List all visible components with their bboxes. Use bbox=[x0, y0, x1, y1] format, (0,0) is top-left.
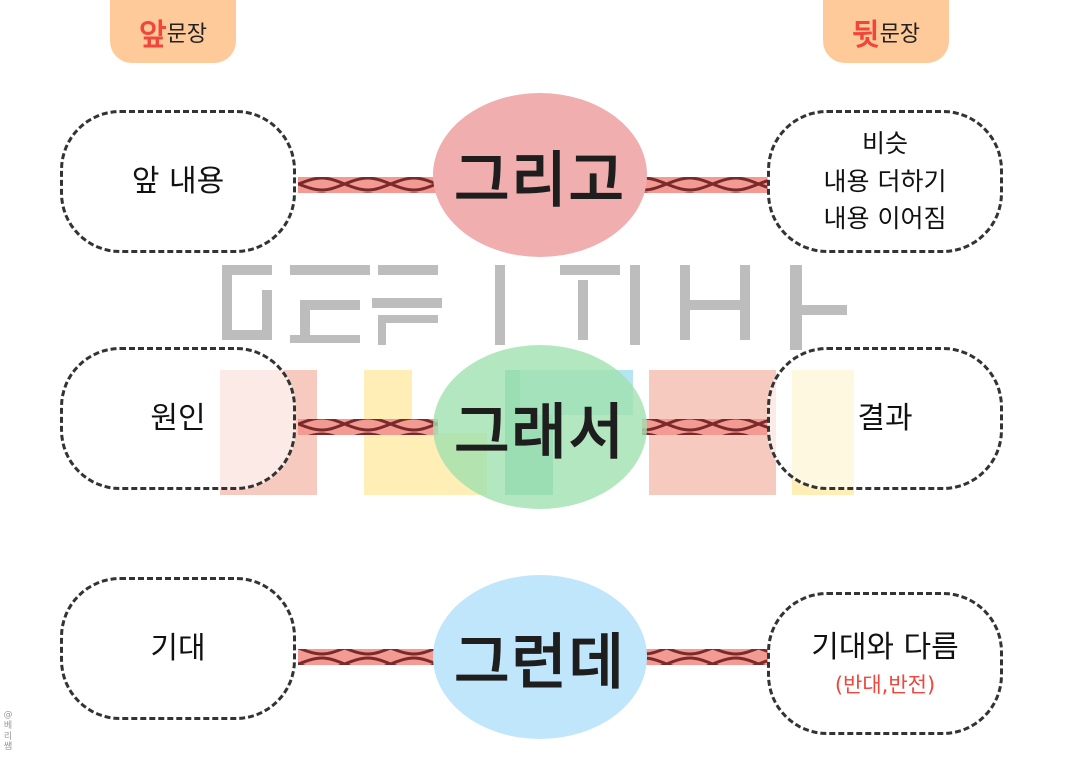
left-box-2: 원인 bbox=[60, 347, 296, 490]
tag-text: 문장 bbox=[166, 21, 208, 47]
box-text: 앞 내용 bbox=[131, 164, 225, 199]
tag-text: 문장 bbox=[879, 21, 921, 47]
left-box-1: 앞 내용 bbox=[60, 110, 296, 253]
connector-but: 그런데 bbox=[433, 575, 647, 739]
connector-text: 그런데 bbox=[454, 627, 626, 698]
tag-highlight: 뒷 bbox=[851, 17, 880, 53]
connector-and: 그리고 bbox=[433, 93, 647, 257]
rope-row-1 bbox=[298, 177, 768, 193]
box-text: 결과 bbox=[857, 401, 913, 436]
box-text: 비슷 bbox=[861, 129, 908, 159]
right-box-2: 결과 bbox=[767, 347, 1003, 490]
box-text: 원인 bbox=[150, 401, 206, 436]
right-box-1: 비슷 내용 더하기 내용 이어짐 bbox=[767, 110, 1003, 253]
left-box-3: 기대 bbox=[60, 577, 296, 720]
right-box-3: 기대와 다름 (반대,반전) bbox=[767, 592, 1003, 735]
box-text: 기대와 다름 bbox=[811, 630, 959, 666]
rope-row-2 bbox=[298, 419, 768, 435]
tag-highlight: 앞 bbox=[138, 17, 167, 53]
connector-so: 그래서 bbox=[433, 345, 647, 509]
connector-text: 그리고 bbox=[454, 145, 626, 216]
box-text: 기대 bbox=[150, 631, 206, 666]
connector-text: 그래서 bbox=[454, 397, 626, 468]
rope-row-3 bbox=[298, 649, 768, 665]
box-text: 내용 이어짐 bbox=[823, 204, 947, 234]
credit-text: @베리쌤 bbox=[3, 710, 13, 753]
box-text: 내용 더하기 bbox=[823, 166, 947, 196]
box-note: (반대,반전) bbox=[834, 673, 936, 698]
